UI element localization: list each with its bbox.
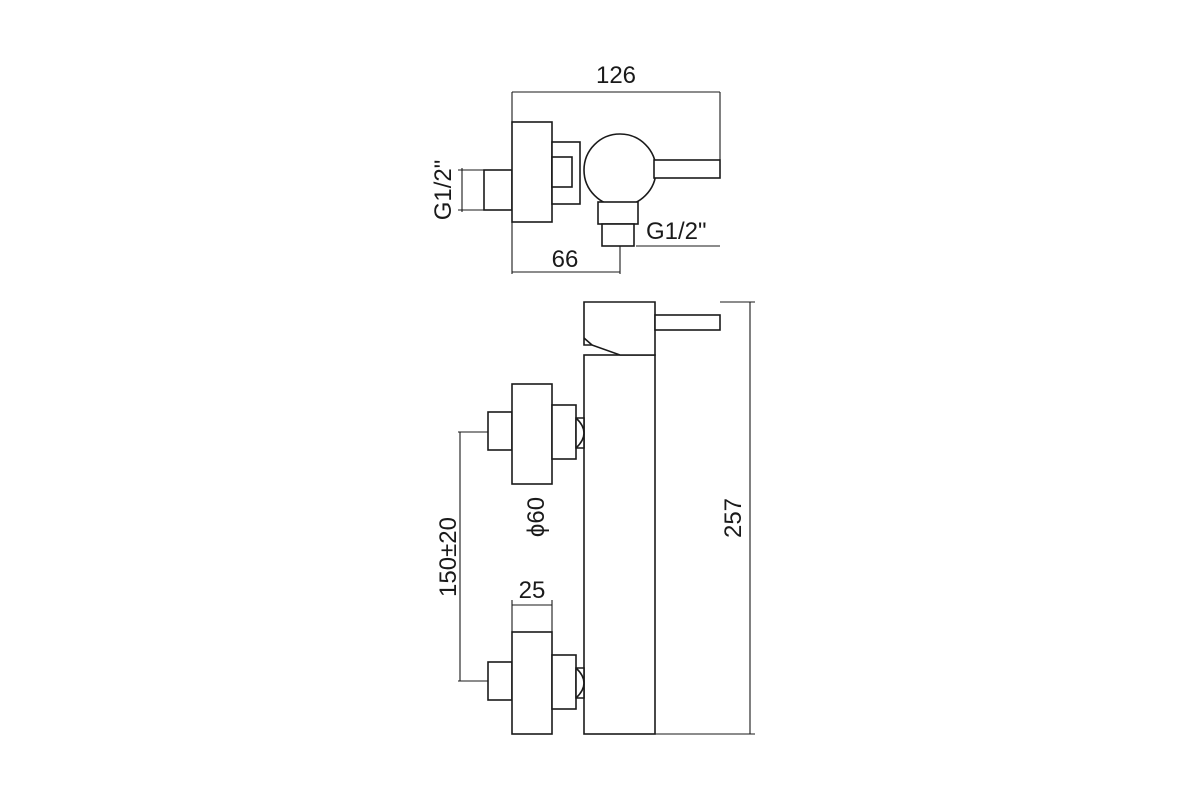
dim-25-label: 25 [519,577,546,604]
lower-connector [551,654,577,710]
upper-connector [551,404,577,460]
top-outlet-nut [597,201,639,225]
dim-126-label: 126 [596,62,636,89]
top-connector-inner [551,156,573,188]
top-body-circle [583,133,657,207]
top-outlet-stub [601,223,635,247]
top-view: 126 G1/2" G1/2" 66 [430,62,721,274]
lower-inlet-stub [487,661,513,701]
upper-inlet-stub [487,411,513,451]
upper-flange [511,383,553,485]
upper-inlet-assembly [487,383,585,485]
front-lever [654,314,721,331]
front-cartridge-head [583,301,656,356]
lower-inlet-assembly [487,631,585,735]
lower-flange [511,631,553,735]
top-flange [511,121,553,223]
dim-66-label: 66 [552,246,579,273]
top-left-thread-label: G1/2" [430,160,457,221]
dim-150-label: 150±20 [435,517,462,597]
front-main-body [583,354,656,735]
dim-phi60-label: ϕ60 [523,497,550,537]
top-lever [653,159,721,179]
top-inlet-stub [483,169,513,211]
dim-257-label: 257 [720,498,747,538]
front-view: 257 150±20 ϕ60 [435,301,755,735]
top-outlet-thread-label: G1/2" [646,218,707,245]
